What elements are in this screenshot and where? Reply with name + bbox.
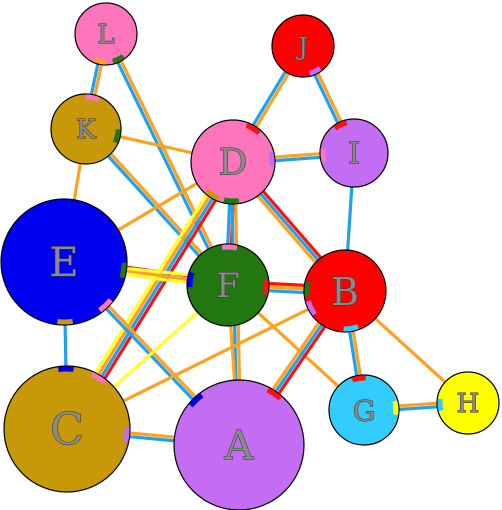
node-label-b: B <box>331 270 359 314</box>
ports-layer <box>57 54 444 443</box>
node-label-h: H <box>457 389 480 419</box>
node-label-d: D <box>219 143 248 184</box>
labels-layer: L J K D I E F B G H C A <box>49 20 480 470</box>
port-b-to-g <box>343 324 360 332</box>
port-l-to-k <box>93 57 107 65</box>
port-d-to-f <box>223 197 240 204</box>
port-f-to-e <box>187 271 195 288</box>
node-e[interactable] <box>0 198 128 326</box>
port-a-to-e <box>189 393 204 408</box>
port-d-to-j <box>245 123 261 135</box>
port-i-to-d <box>320 148 327 163</box>
port-h-to-g <box>437 398 444 412</box>
node-k[interactable] <box>50 93 122 165</box>
edge-L-F-strand-1 <box>102 34 228 287</box>
port-g-to-b <box>351 375 366 383</box>
node-label-f: F <box>216 266 240 306</box>
node-label-i: I <box>348 137 360 172</box>
node-d[interactable] <box>190 119 276 205</box>
port-d-to-c <box>204 188 221 201</box>
node-label-l: L <box>97 20 114 50</box>
port-d-to-i <box>268 151 275 167</box>
port-k-to-l <box>85 94 100 103</box>
node-label-e: E <box>49 240 78 286</box>
port-f-to-d <box>221 244 238 251</box>
node-f[interactable] <box>186 243 270 327</box>
edge-L-F-strand-0 <box>106 32 232 285</box>
node-label-c: C <box>50 405 84 456</box>
node-label-k: K <box>76 115 96 145</box>
port-i-to-j <box>333 120 348 131</box>
node-label-a: A <box>224 423 255 469</box>
port-g-to-h <box>392 400 399 415</box>
port-c-to-e <box>57 366 74 373</box>
node-g[interactable] <box>328 374 400 446</box>
node-a[interactable] <box>173 379 305 510</box>
node-j[interactable] <box>271 14 335 78</box>
node-h[interactable] <box>436 371 500 435</box>
node-l[interactable] <box>74 2 138 66</box>
node-i[interactable] <box>319 118 389 188</box>
port-e-to-c <box>57 318 74 325</box>
node-b[interactable] <box>303 249 387 333</box>
port-l-to-f <box>112 54 125 64</box>
port-e-to-f <box>119 262 127 279</box>
node-c[interactable] <box>3 365 131 493</box>
port-c-to-a <box>123 426 130 443</box>
port-a-to-b <box>266 387 282 401</box>
port-k-to-d <box>112 129 121 144</box>
node-label-j: J <box>295 33 308 61</box>
port-j-to-i <box>308 66 322 76</box>
port-b-to-c <box>305 300 317 316</box>
port-f-to-b <box>262 279 269 295</box>
port-b-to-f <box>304 281 311 297</box>
node-label-g: G <box>353 395 375 428</box>
port-e-to-a <box>98 298 113 313</box>
port-c-to-d <box>90 372 107 385</box>
